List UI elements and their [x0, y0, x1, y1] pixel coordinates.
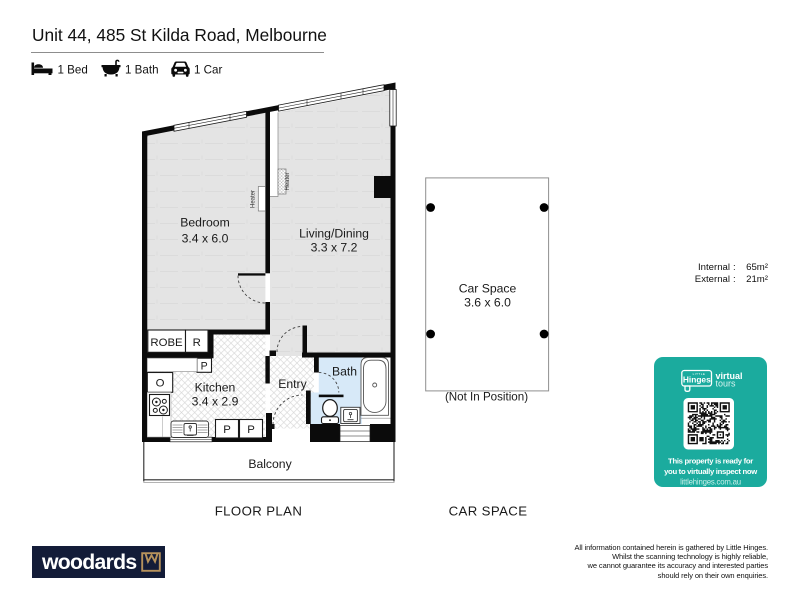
- svg-text:P: P: [201, 361, 208, 373]
- svg-text:FLOOR PLAN: FLOOR PLAN: [215, 504, 303, 519]
- svg-text:Heater: Heater: [251, 190, 257, 208]
- svg-text:Hinges: Hinges: [683, 374, 711, 384]
- svg-text:This property is ready for: This property is ready for: [668, 456, 753, 465]
- svg-text:P: P: [223, 424, 231, 436]
- svg-text:Living/Dining: Living/Dining: [299, 227, 369, 241]
- svg-text:CAR SPACE: CAR SPACE: [449, 504, 528, 519]
- svg-text:P: P: [247, 424, 255, 436]
- svg-text:(Not In Position): (Not In Position): [445, 391, 528, 404]
- svg-text:1 Car: 1 Car: [194, 64, 222, 77]
- svg-text:LITTLE: LITTLE: [693, 372, 706, 376]
- svg-text:ROBE: ROBE: [150, 337, 183, 349]
- svg-text:3.3 x 7.2: 3.3 x 7.2: [311, 241, 358, 255]
- svg-text:littlehinges.com.au: littlehinges.com.au: [680, 477, 741, 486]
- svg-text:Bath: Bath: [332, 365, 357, 379]
- svg-text:Kitchen: Kitchen: [195, 381, 236, 395]
- svg-text:you to virtually inspect now: you to virtually inspect now: [664, 467, 757, 476]
- svg-text:R: R: [193, 337, 201, 349]
- svg-text:Car Space: Car Space: [459, 282, 517, 296]
- svg-text:O: O: [156, 378, 165, 390]
- svg-text:tours: tours: [716, 378, 737, 388]
- svg-text:virtual: virtual: [716, 370, 743, 380]
- svg-text:3.6 x 6.0: 3.6 x 6.0: [464, 296, 511, 310]
- svg-text:1 Bed: 1 Bed: [58, 64, 88, 77]
- svg-text:Balcony: Balcony: [248, 457, 292, 471]
- svg-text:3.4 x 2.9: 3.4 x 2.9: [192, 395, 239, 409]
- svg-text:Bedroom: Bedroom: [180, 216, 229, 230]
- svg-text:3.4 x 6.0: 3.4 x 6.0: [182, 232, 229, 246]
- svg-text:Heater: Heater: [285, 172, 291, 190]
- svg-text:1 Bath: 1 Bath: [125, 64, 159, 77]
- svg-text:Entry: Entry: [278, 377, 307, 391]
